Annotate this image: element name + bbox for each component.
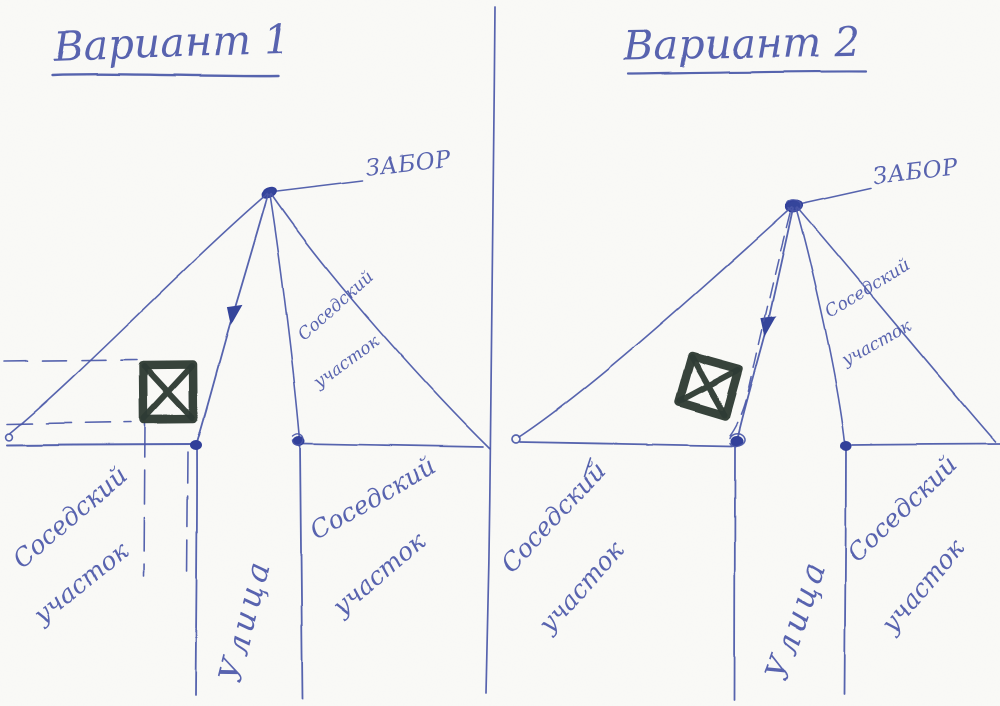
variant2-street-right-vertical	[843, 446, 847, 695]
variant1-left-boundary-line	[9, 193, 268, 434]
variant1-street-left-vertical	[194, 444, 198, 696]
variant1-junction-scribble	[292, 433, 305, 446]
variant1-street-right-edge	[302, 442, 484, 448]
variant1-dashed-bottom	[6, 421, 132, 425]
variant1-dashed-vertical-left	[143, 422, 146, 577]
variant1-marker-square-cross	[141, 363, 195, 421]
variant2-dashed-old-fence-line	[727, 212, 791, 439]
variant2-junction-dot-right	[840, 441, 852, 451]
variant2-marker-square-cross	[677, 354, 741, 418]
variant2-right-boundary-line	[796, 206, 997, 443]
variant1-middle-line	[269, 194, 301, 441]
variant1-junction-dot-left	[190, 440, 202, 450]
variant2-street-right-edge	[851, 443, 1000, 446]
variant2-title: Вариант 2	[622, 18, 868, 76]
variant1-title-underline	[50, 73, 281, 78]
variant1-dashed-vertical-right	[186, 451, 189, 579]
variant1-right-boundary-line	[270, 193, 491, 450]
variant1-dashed-top	[3, 358, 138, 362]
variant1-arrowhead	[226, 304, 243, 326]
variant1-left-corner-dot	[4, 432, 14, 442]
variant2-title-text: Вариант 2	[622, 18, 860, 70]
variant2-arrowhead	[760, 315, 777, 337]
variant2-removed-object-marker	[674, 351, 744, 421]
variant2-street-left-edge	[519, 441, 733, 447]
variant2-stray-mark	[583, 457, 591, 477]
divider-line	[485, 6, 496, 694]
variant1-title: Вариант 1	[50, 15, 291, 78]
variant2-junction-dot-left	[730, 435, 744, 447]
variant1-street-left-edge	[6, 443, 197, 446]
variant1-removed-object-marker	[138, 360, 198, 424]
variant2-junction-scribble	[729, 432, 746, 447]
variant1-title-text: Вариант 1	[52, 15, 291, 71]
variant1-street-right-vertical	[299, 443, 304, 700]
variant2-street-left-vertical	[733, 446, 736, 701]
variant2-left-boundary-line	[518, 206, 793, 438]
variant2-title-underline	[626, 70, 868, 76]
variant2-middle-line	[795, 207, 846, 444]
variant2-fence-leader-line	[798, 187, 872, 205]
variant1-fence-leader-line	[272, 180, 364, 193]
variant2-left-corner-dot	[511, 434, 521, 444]
